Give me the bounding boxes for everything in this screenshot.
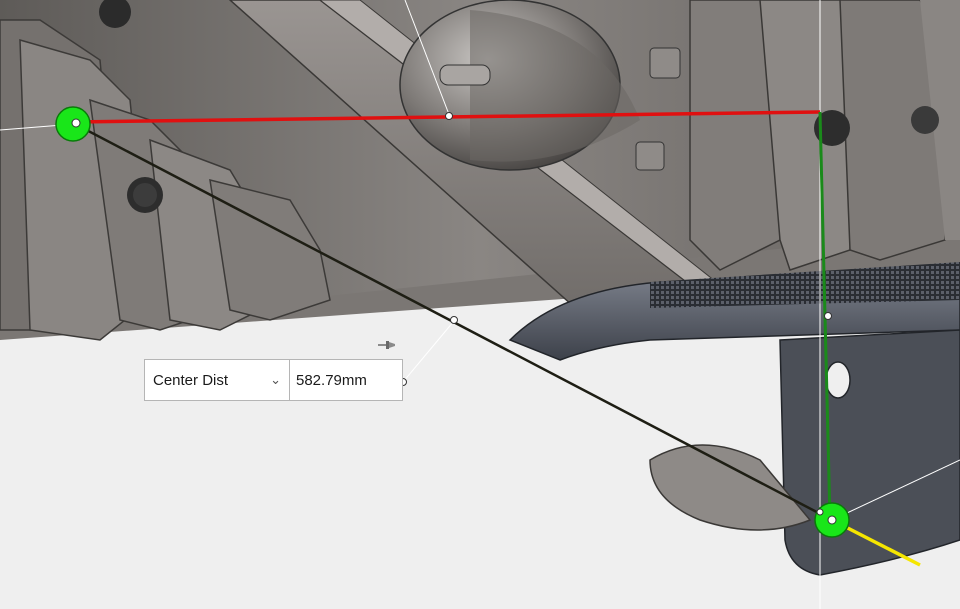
dimension-callout: Center Dist ⌄ 582.79mm	[144, 359, 403, 401]
chevron-down-icon: ⌄	[270, 372, 281, 387]
sphere-housing	[399, 0, 681, 171]
pin-icon[interactable]	[376, 338, 398, 352]
measurement-value: 582.79mm	[290, 360, 402, 400]
measurement-type-dropdown[interactable]: Center Dist ⌄	[145, 360, 290, 400]
thin-reference-line-right	[831, 459, 960, 521]
leader-line	[402, 320, 455, 383]
step-bracket	[508, 262, 960, 576]
measurement-value-text: 582.79mm	[296, 371, 367, 389]
selected-points[interactable]	[55, 106, 850, 538]
right-plate-stack	[689, 0, 960, 271]
thin-reference-line-diagonal	[404, 0, 451, 118]
measurement-type-label: Center Dist	[153, 371, 229, 389]
